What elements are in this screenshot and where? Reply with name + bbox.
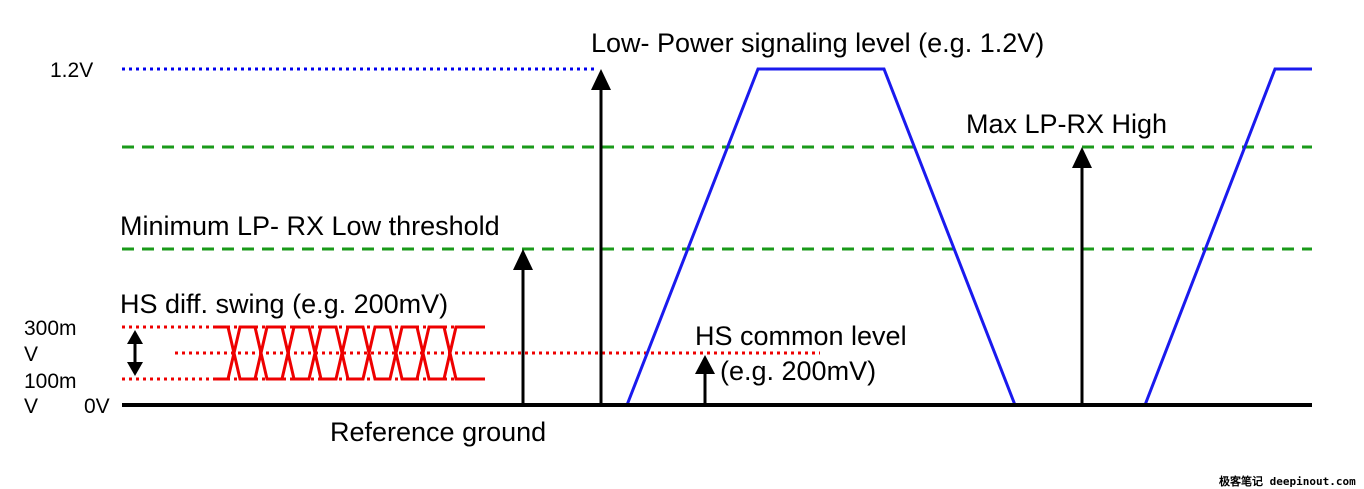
lp-level-arrow	[591, 69, 611, 405]
lp-waveform	[625, 67, 1312, 406]
axis-label-300mv-bottom: V	[24, 343, 38, 366]
axis-label-300mv-top: 300m	[24, 317, 77, 340]
hs-common-label-line2: (e.g. 200mV)	[720, 356, 876, 386]
lp-level-label: Low- Power signaling level (e.g. 1.2V)	[591, 28, 1044, 58]
min-lp-rx-low-arrow	[513, 249, 533, 405]
max-lp-rx-high-arrow	[1072, 147, 1092, 405]
max-lp-rx-high-label: Max LP-RX High	[966, 109, 1167, 139]
hs-common-label-line1: HS common level	[695, 321, 907, 351]
watermark: 极客笔记 deepinout.com	[1219, 474, 1356, 488]
axis-label-0v: 0V	[84, 395, 110, 418]
axis-label-100mv-top: 100m	[24, 370, 77, 393]
min-lp-rx-low-label: Minimum LP- RX Low threshold	[120, 211, 500, 241]
hs-diff-signal	[216, 325, 485, 381]
hs-swing-double-arrow	[127, 330, 143, 376]
axis-label-100mv-bottom: V	[24, 395, 38, 418]
axis-label-1-2v: 1.2V	[50, 59, 93, 82]
hs-swing-label: HS diff. swing (e.g. 200mV)	[120, 289, 448, 319]
hs-common-arrow	[695, 355, 715, 405]
reference-ground-label: Reference ground	[330, 417, 546, 447]
